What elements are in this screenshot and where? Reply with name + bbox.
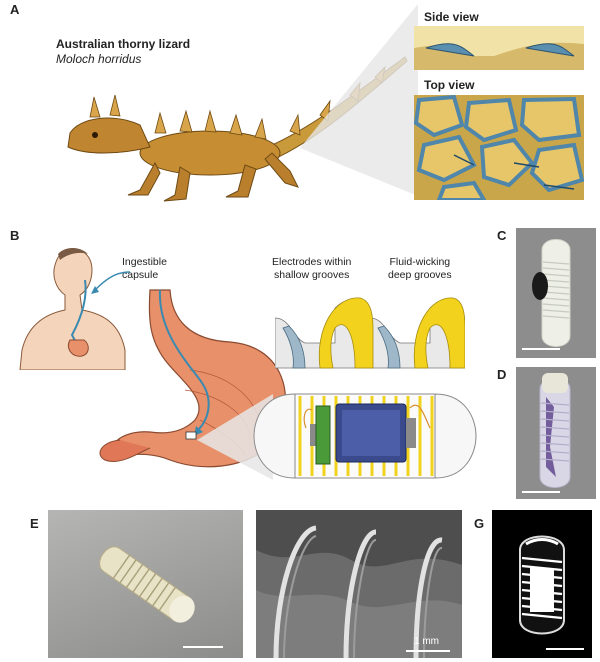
capsule-e-image: [99, 546, 195, 623]
photo-capsule-d: [516, 367, 596, 499]
panel-e-letter: E: [30, 516, 39, 531]
capsule-label: Ingestible capsule: [122, 256, 167, 281]
scale-bar-d: [522, 491, 560, 493]
capsule-d-image: [516, 367, 596, 499]
callout-wedge: [300, 4, 418, 196]
side-view-title: Side view: [424, 10, 479, 24]
top-view-title: Top view: [424, 78, 475, 92]
capsule-c-image: [516, 228, 596, 358]
lizard-species: Moloch horridus: [56, 52, 142, 66]
panel-b-letter: B: [10, 228, 20, 243]
human-figure: [19, 248, 126, 370]
wicking-label: Fluid-wicking deep grooves: [388, 256, 452, 281]
scale-bar-g: [546, 648, 584, 650]
side-view-image: [414, 26, 584, 70]
scale-bar-c: [522, 348, 560, 350]
lizard-title: Australian thorny lizard: [56, 37, 191, 51]
groove-detail: [275, 297, 465, 369]
panel-d-letter: D: [497, 367, 507, 382]
photo-capsule-c: [516, 228, 596, 358]
xray-image-g: [492, 510, 592, 658]
panel-a-letter: A: [10, 2, 20, 17]
top-view-image: [414, 95, 584, 200]
scale-bar-f: [406, 650, 450, 652]
scale-bar-e: [183, 646, 223, 648]
scale-label-f: 1 mm: [414, 636, 439, 647]
capsule-cutaway: [253, 393, 477, 479]
sem-image: [256, 510, 462, 658]
capsule-arrow: [91, 271, 131, 294]
panel-c-letter: C: [497, 228, 507, 243]
xray-capsule-image: [492, 510, 592, 658]
electrodes-label: Electrodes within shallow grooves: [272, 256, 352, 281]
panel-g-letter: G: [474, 516, 485, 531]
sem-image-f: 1 mm: [256, 510, 462, 658]
photo-capsule-e: [48, 510, 243, 658]
capsule-zoom-wedge: [197, 394, 273, 480]
